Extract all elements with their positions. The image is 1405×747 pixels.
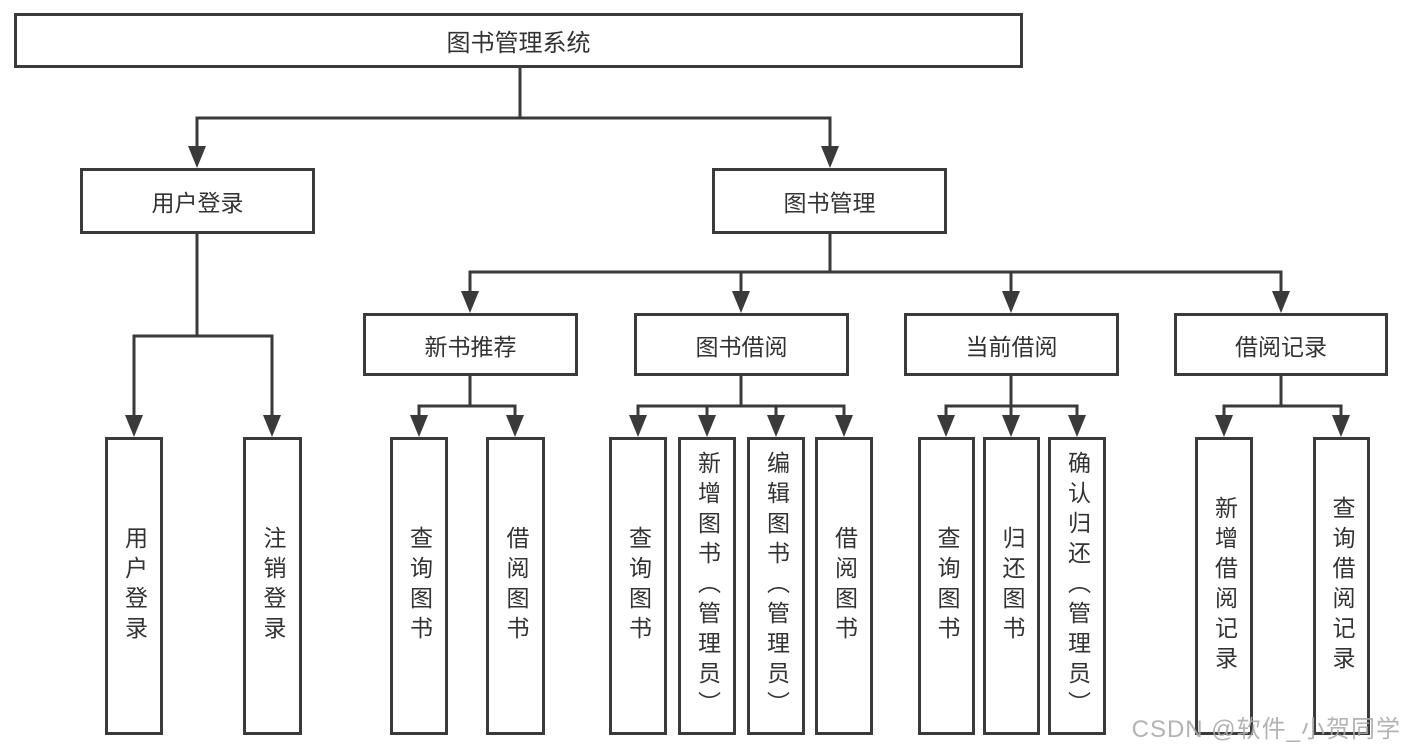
arrowhead-leaf-login bbox=[125, 415, 143, 437]
connector-book-management bbox=[468, 232, 1283, 293]
node-book-management: 图书管理 bbox=[712, 168, 947, 234]
leaf-bb-query-books-label: 查询图书 bbox=[625, 526, 652, 646]
arrowhead-borrow-records bbox=[1272, 291, 1290, 313]
leaf-br-add-record-label: 新增借阅记录 bbox=[1211, 496, 1238, 676]
leaf-user-login: 用户登录 bbox=[105, 437, 163, 735]
node-borrow-records: 借阅记录 bbox=[1174, 313, 1388, 376]
csdn-watermark: CSDN @软件_小贺同学 bbox=[1131, 716, 1401, 743]
connector-new-books bbox=[417, 374, 517, 417]
leaf-bb-query-books: 查询图书 bbox=[609, 437, 667, 735]
leaf-bb-edit-books-admin: 编辑图书（管理员） bbox=[747, 437, 805, 735]
leaf-logout-label: 注销登录 bbox=[260, 526, 286, 646]
leaf-bb-edit-books-admin-label: 编辑图书（管理员） bbox=[763, 451, 790, 721]
connector-user-login bbox=[132, 232, 274, 417]
arrowhead-book-borrow bbox=[732, 291, 750, 313]
leaf-cb-query-books: 查询图书 bbox=[918, 437, 975, 735]
leaf-user-login-label: 用户登录 bbox=[121, 526, 148, 646]
leaf-logout: 注销登录 bbox=[243, 437, 302, 735]
node-new-book-recommend: 新书推荐 bbox=[363, 313, 578, 376]
node-book-management-label: 图书管理 bbox=[783, 190, 876, 216]
leaf-cb-return-books: 归还图书 bbox=[983, 437, 1040, 735]
connector-current-borrow bbox=[944, 374, 1079, 417]
arrowhead-cb-query bbox=[937, 415, 955, 437]
arrowhead-bb-add bbox=[698, 415, 716, 437]
leaf-br-query-record: 查询借阅记录 bbox=[1313, 437, 1370, 735]
leaf-bb-borrow-books: 借阅图书 bbox=[815, 437, 873, 735]
arrowhead-new-books bbox=[461, 291, 479, 313]
leaf-nb-borrow-books: 借阅图书 bbox=[486, 437, 545, 735]
leaf-cb-confirm-return-admin-label: 确认归还（管理员） bbox=[1064, 451, 1091, 721]
connector-root bbox=[195, 66, 832, 148]
leaf-bb-borrow-books-label: 借阅图书 bbox=[831, 526, 858, 646]
arrowhead-nb-borrow bbox=[506, 415, 524, 437]
node-current-borrow: 当前借阅 bbox=[904, 313, 1119, 376]
node-root: 图书管理系统 bbox=[14, 13, 1023, 68]
node-current-borrow-label: 当前借阅 bbox=[965, 333, 1058, 360]
leaf-nb-query-books: 查询图书 bbox=[390, 437, 448, 735]
leaf-cb-query-books-label: 查询图书 bbox=[934, 526, 960, 646]
leaf-cb-return-books-label: 归还图书 bbox=[999, 526, 1025, 646]
arrowhead-nb-query bbox=[410, 415, 428, 437]
leaf-br-query-record-label: 查询借阅记录 bbox=[1329, 496, 1355, 676]
node-borrow-records-label: 借阅记录 bbox=[1235, 333, 1327, 360]
arrowhead-current-borrow bbox=[1002, 291, 1020, 313]
arrowhead-br-add bbox=[1215, 415, 1233, 437]
arrowhead-cb-return bbox=[1002, 415, 1020, 437]
leaf-bb-add-books-admin: 新增图书（管理员） bbox=[678, 437, 736, 735]
node-user-login: 用户登录 bbox=[80, 168, 315, 234]
node-root-label: 图书管理系统 bbox=[446, 30, 591, 57]
arrowhead-book-management bbox=[821, 146, 839, 168]
leaf-bb-add-books-admin-label: 新增图书（管理员） bbox=[694, 451, 721, 721]
arrowhead-bb-borrow bbox=[835, 415, 853, 437]
node-book-borrow-label: 图书借阅 bbox=[695, 333, 788, 360]
arrowhead-bb-edit bbox=[767, 415, 785, 437]
arrowhead-cb-confirm bbox=[1068, 415, 1086, 437]
leaf-nb-query-books-label: 查询图书 bbox=[406, 526, 433, 646]
connector-borrow-records bbox=[1222, 374, 1343, 417]
arrowhead-user-login bbox=[188, 146, 206, 168]
leaf-nb-borrow-books-label: 借阅图书 bbox=[503, 526, 529, 646]
arrowhead-bb-query bbox=[629, 415, 647, 437]
leaf-br-add-record: 新增借阅记录 bbox=[1195, 437, 1253, 735]
arrowhead-leaf-logout bbox=[263, 415, 281, 437]
leaf-cb-confirm-return-admin: 确认归还（管理员） bbox=[1048, 437, 1106, 735]
connector-book-borrow bbox=[636, 374, 846, 417]
node-new-book-recommend-label: 新书推荐 bbox=[424, 333, 517, 360]
arrowhead-br-query bbox=[1332, 415, 1350, 437]
node-book-borrow: 图书借阅 bbox=[634, 313, 849, 376]
node-user-login-label: 用户登录 bbox=[151, 190, 244, 216]
